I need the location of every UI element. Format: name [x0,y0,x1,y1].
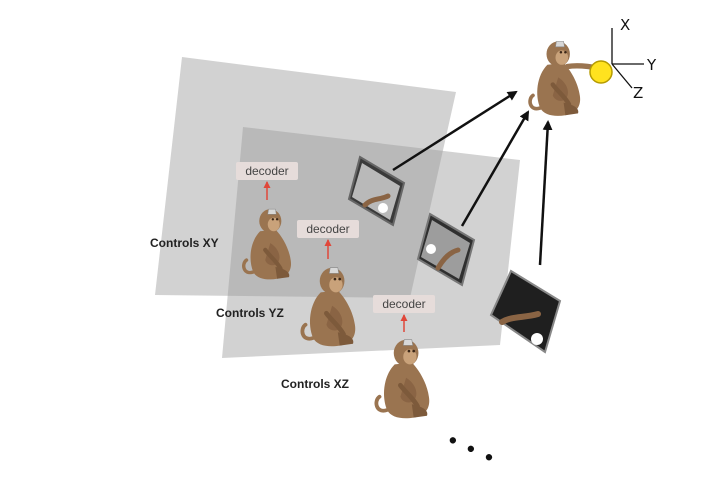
arrow-screen3-to-target [538,120,553,266]
axis-x-label: X [620,16,630,34]
label-controls-xy: Controls XY [150,236,219,250]
decoder-box: decoder [297,220,359,259]
decoder-box: decoder [236,162,298,200]
plane-yz [222,127,520,358]
label-controls-yz: Controls YZ [216,306,284,320]
monkey-icon [376,340,429,419]
axis-y-label: Y [646,56,657,74]
plane-xy [155,57,456,298]
monkey-icon [530,41,603,115]
decoder-label: decoder [306,222,349,236]
label-controls-xz: Controls XZ [281,377,349,391]
arrow-screen1-to-target [392,90,518,172]
continuation-dots: • • • [441,428,500,473]
monitor-icon [416,212,476,287]
decoder-box: decoder [373,295,435,332]
monitor-icon [347,155,406,227]
monitor-icon [489,269,562,354]
arrow-screen2-to-target [460,110,530,227]
axis-z-label: Z [633,84,643,102]
decoder-label: decoder [382,297,425,311]
sphere-target-icon [589,60,613,84]
axes-indicator: X Y Z [611,16,657,102]
decoder-label: decoder [245,164,288,178]
